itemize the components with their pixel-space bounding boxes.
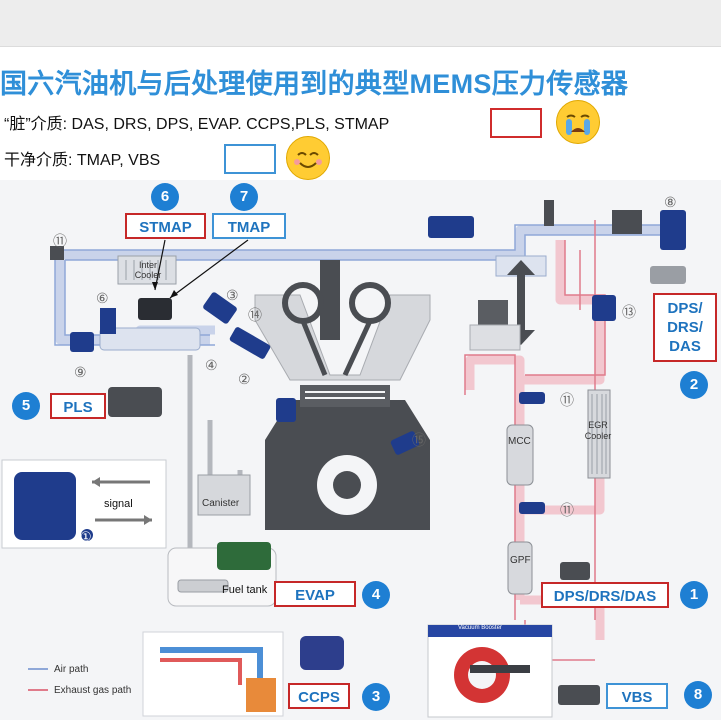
engine-block [254, 260, 431, 530]
callout-dps-line3: DAS [669, 338, 701, 355]
callout-pls: PLS [50, 393, 106, 419]
canister-label: Canister [202, 498, 240, 509]
callout-number-pls: 5 [12, 392, 40, 420]
egr-cooler-label: EGR Cooler [584, 420, 612, 441]
component-number-9: ⑨ [74, 364, 87, 380]
intercooler [117, 255, 177, 285]
air-path-legend: Air path [28, 664, 88, 675]
callout-number-ccps: 3 [362, 683, 390, 711]
clean-media-blue-box [224, 144, 276, 174]
smiling-face-icon [286, 136, 330, 180]
component-number-12: ⑪ [53, 233, 67, 249]
air-path-swatch [28, 668, 48, 671]
callout-dps-line1: DPS/ [667, 300, 703, 317]
component-number-2: ② [238, 371, 251, 387]
component-number-15: ⑮ [412, 432, 426, 448]
intake-manifold [99, 327, 201, 351]
mcc-label: MCC [508, 436, 531, 447]
callout-number-tmap: 7 [230, 183, 258, 211]
egr-cooler [587, 389, 611, 479]
component-number-14: ⑭ [248, 307, 262, 323]
component-number-11b: ⑪ [560, 502, 574, 518]
dirty-media-red-box [490, 108, 542, 138]
gpf-filter [507, 541, 533, 595]
vacuum-booster-label: Vacuum Booster [458, 625, 502, 631]
callout-number-stmap: 6 [151, 183, 179, 211]
component-number-13: ⑬ [622, 304, 636, 320]
callout-ccps: CCPS [288, 683, 350, 709]
engine-system-diagram: Inter Cooler Canister MCC EGR Cooler GPF… [0, 180, 721, 720]
sensor-shapes [50, 200, 686, 580]
crying-face-icon [556, 100, 600, 144]
callout-vbs: VBS [606, 683, 668, 709]
callout-evap: EVAP [274, 581, 356, 607]
component-number-6: ⑥ [96, 290, 109, 306]
component-number-11a: ⑪ [560, 392, 574, 408]
callout-tmap: TMAP [212, 213, 286, 239]
mcc-catalyst [506, 424, 534, 486]
component-number-8: ⑧ [664, 194, 677, 210]
signal-label: signal [104, 498, 133, 510]
callout-number-evap: 4 [362, 581, 390, 609]
callout-number-dps-gpf: 1 [680, 581, 708, 609]
exhaust-path-swatch [28, 689, 48, 692]
callout-dps-line2: DRS/ [667, 319, 703, 336]
fuel-tank-label: Fuel tank [222, 584, 268, 596]
gpf-label: GPF [510, 555, 531, 566]
canister [197, 474, 251, 516]
callout-stmap: STMAP [125, 213, 206, 239]
callout-dps: DPS/ DRS/ DAS [653, 293, 717, 362]
component-number-4: ④ [205, 357, 218, 373]
ecu-icon [14, 472, 76, 540]
vacuum-booster-inset [427, 624, 600, 718]
ccps-inset [142, 631, 344, 717]
dirty-media-text: “脏”介质: DAS, DRS, DPS, EVAP. CCPS,PLS, ST… [4, 116, 390, 133]
callout-number-vbs: 8 [684, 681, 712, 709]
callout-dps-gpf: DPS/DRS/DAS [541, 582, 669, 608]
clean-media-text: 干净介质: TMAP, VBS [4, 152, 161, 169]
inter-cooler-label: Inter Cooler [134, 260, 162, 280]
turbo-valve [469, 255, 547, 351]
component-number-1: ① [80, 529, 92, 544]
component-number-3: ③ [226, 287, 239, 303]
air-path-outline [54, 224, 680, 346]
top-bar [0, 0, 721, 47]
exhaust-path-legend: Exhaust gas path [28, 685, 131, 696]
page-title: 国六汽油机与后处理使用到的典型MEMS压力传感器 [0, 69, 629, 99]
diagram-drawing [1, 200, 686, 718]
callout-number-dps: 2 [680, 371, 708, 399]
